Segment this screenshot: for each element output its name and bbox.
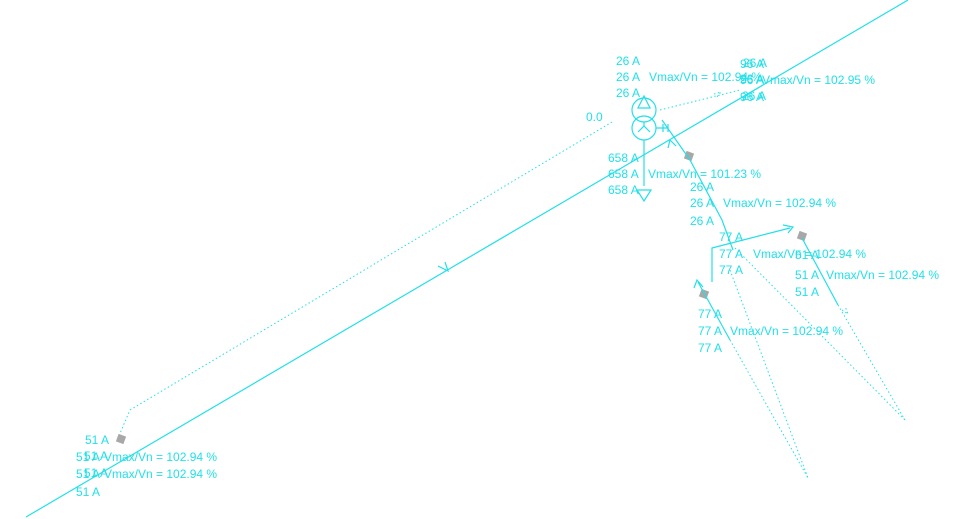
flow-arrow-branch <box>667 138 677 149</box>
branch-d-current-1: 77 A <box>698 307 722 321</box>
lower-branch-line[interactable] <box>697 281 731 341</box>
branch-c-voltage: Vmax/Vn = 102.94 % <box>826 268 939 282</box>
transformer-winding-lv[interactable] <box>631 115 657 141</box>
top-node-current-3b: 26 A <box>742 89 766 103</box>
delta-winding-icon <box>637 94 651 109</box>
branch-a-current-1: 26 A <box>690 180 714 194</box>
bottom-node-current-bottom: 51 A <box>76 485 100 499</box>
transformer-hv-voltage: Vmax/Vn = 102.94 % <box>649 70 762 84</box>
bottom-node-voltage-1: Vmax/Vn = 102.94 % <box>104 450 217 464</box>
branch-d-current-3: 77 A <box>698 341 722 355</box>
branch-a-current-2: 26 A <box>690 196 714 210</box>
bottom-node-current-2b: 51 A <box>84 466 108 480</box>
dotted-link-transformer-node <box>659 89 741 111</box>
transformer-winding-hv[interactable] <box>631 97 657 123</box>
top-node-current-2a: 96 A <box>740 73 764 87</box>
bottom-node-current-1b: 51 A <box>84 449 108 463</box>
transformer-lv-current-3: 658 A <box>608 183 639 197</box>
wye-winding-icon <box>637 122 651 133</box>
right-branch-line[interactable] <box>801 237 839 306</box>
dotted-right-cross <box>734 247 906 421</box>
top-node-current-2b: 26 A <box>740 72 764 86</box>
bottom-node-current-top: 51 A <box>85 433 109 447</box>
transformer-branch-line[interactable] <box>661 119 734 251</box>
top-node-current-1a: 96 A <box>740 57 764 71</box>
flow-arrow-top <box>713 91 723 99</box>
top-node-current-1b: 26 A <box>743 56 767 70</box>
branch-b-voltage: Vmax/Vn = 102.94 % <box>753 247 866 261</box>
switch-right-branch[interactable] <box>796 230 808 242</box>
main-feeder-line[interactable] <box>25 0 909 518</box>
branch-c-current-3: 51 A <box>795 285 819 299</box>
switch-bottom-node[interactable] <box>115 433 127 445</box>
transformer-lv-current-1: 658 A <box>608 151 639 165</box>
transformer-lv-current-2: 658 A <box>608 167 639 181</box>
bottom-node-current-1a: 51 A <box>76 450 100 464</box>
flow-arrow-lower <box>693 278 704 289</box>
branch-c-current-1: 51 A <box>795 248 819 262</box>
flow-arrow-horizontal <box>782 224 795 234</box>
transformer-lv-voltage: Vmax/Vn = 101.23 % <box>648 167 761 181</box>
branch-a-voltage: Vmax/Vn = 102.94 % <box>723 196 836 210</box>
flow-arrow-right <box>841 305 850 316</box>
branch-b-current-1: 77 A <box>719 230 743 244</box>
branch-d-current-2: 77 A <box>698 324 722 338</box>
bottom-node-current-2a: 51 A <box>76 467 100 481</box>
branch-b-current-2: 77 A <box>719 247 743 261</box>
branch-horizontal-line[interactable] <box>711 227 791 282</box>
transformer-hv-current-2: 26 A <box>616 70 640 84</box>
branch-c-current-2: 51 A <box>795 268 819 282</box>
branch-a-current-3: 26 A <box>690 214 714 228</box>
transformer-hv-current-1: 26 A <box>616 54 640 68</box>
flow-arrow-main <box>437 261 450 273</box>
dotted-lower-tail <box>729 339 809 479</box>
branch-b-current-3: 77 A <box>719 263 743 277</box>
dotted-link-return <box>117 121 613 439</box>
dotted-lower-cross <box>729 269 809 479</box>
ground-triangle-icon <box>635 189 653 203</box>
transformer-hv-current-3: 26 A <box>616 86 640 100</box>
branch-d-voltage: Vmax/Vn = 102.94 % <box>730 324 843 338</box>
bottom-node-voltage-2: Vmax/Vn = 102.94 % <box>104 467 217 481</box>
transformer-angle-value: 0.0 <box>586 110 603 124</box>
top-node-current-3a: 96 A <box>740 90 764 104</box>
switch-transformer-branch[interactable] <box>683 150 695 162</box>
top-node-voltage: Vmax/Vn = 102.95 % <box>762 73 875 87</box>
